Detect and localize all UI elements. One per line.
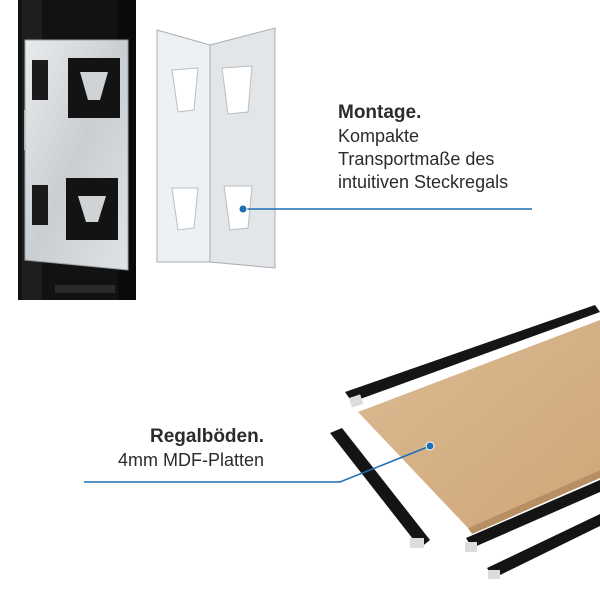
mdf-shelf-board bbox=[358, 320, 600, 534]
upright-post-closeup bbox=[18, 0, 136, 300]
regal-line-1: 4mm MDF-Platten bbox=[117, 450, 264, 470]
connector-bracket bbox=[156, 27, 276, 269]
montage-callout: Montage. Kompakte Transportmaße des intu… bbox=[338, 101, 578, 194]
regal-title: Regalböden. bbox=[149, 426, 264, 447]
regal-leader-dot bbox=[425, 441, 435, 451]
montage-title: Montage. bbox=[338, 102, 422, 123]
montage-leader-dot bbox=[238, 204, 248, 214]
regal-leader-line bbox=[84, 445, 431, 483]
montage-line-2: Transportmaße des bbox=[338, 149, 495, 169]
montage-line-1: Kompakte bbox=[338, 126, 420, 146]
regalboeden-callout: Regalböden. 4mm MDF-Platten bbox=[60, 425, 264, 472]
montage-line-3: intuitiven Steckregals bbox=[338, 172, 509, 192]
shelf-rails bbox=[330, 305, 600, 579]
callout-leaders bbox=[84, 204, 532, 483]
